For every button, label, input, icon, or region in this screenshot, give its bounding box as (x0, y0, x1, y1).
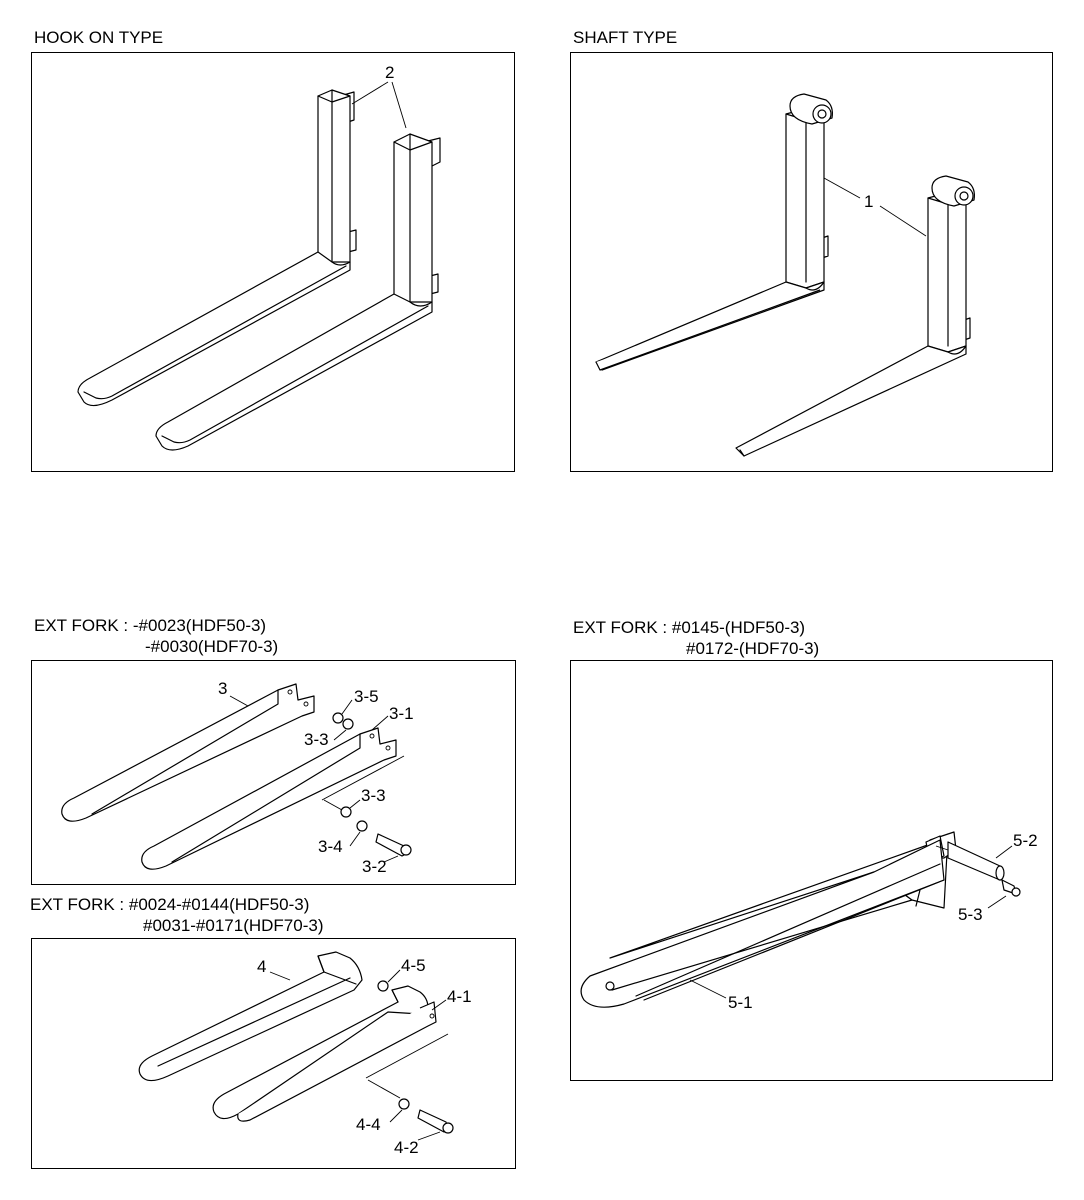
nut-4-5 (377, 980, 389, 992)
callout-3-2: 3-2 (362, 857, 387, 876)
shaft-fork-left (595, 93, 833, 371)
callout-5-1: 5-1 (728, 993, 753, 1012)
hook-on-type-panel (31, 52, 515, 472)
callout-3-4: 3-4 (318, 837, 343, 856)
ext-fork-b-upper (138, 951, 363, 1082)
ext-fork-c-title: EXT FORK : #0145-(HDF50-3) (573, 618, 806, 637)
shaft-type-title: SHAFT TYPE (573, 28, 678, 47)
callout-3-1: 3-1 (389, 704, 414, 723)
ext-fork-c (580, 831, 1021, 1008)
callout-4-1: 4-1 (447, 987, 472, 1006)
hook-fork-left (77, 89, 357, 407)
ext-fork-b-subtitle: #0031-#0171(HDF70-3) (143, 916, 324, 935)
hook-on-type-title: HOOK ON TYPE (34, 28, 164, 47)
callout-3-3-lower: 3-3 (361, 786, 386, 805)
callout-4-5: 4-5 (401, 956, 426, 975)
nut-3-5 (332, 712, 344, 724)
ext-fork-b-panel (31, 938, 516, 1169)
callout-2: 2 (385, 63, 394, 82)
ext-fork-a-subtitle: -#0030(HDF70-3) (145, 637, 279, 656)
washer-4-4 (398, 1098, 410, 1110)
ext-fork-b-title: EXT FORK : #0024-#0144(HDF50-3) (30, 895, 310, 914)
ext-fork-a-upper (61, 683, 315, 822)
ext-fork-a-title: EXT FORK : -#0023(HDF50-3) (34, 616, 267, 635)
callout-1: 1 (864, 192, 873, 211)
callout-3-3-upper: 3-3 (304, 730, 329, 749)
callout-5-2: 5-2 (1013, 831, 1038, 850)
ext-fork-b-lower (212, 985, 437, 1122)
ext-fork-a-lower (141, 727, 397, 870)
callout-4: 4 (257, 957, 266, 976)
washer-3-4 (356, 820, 368, 832)
callout-5-3: 5-3 (958, 905, 983, 924)
callout-3-5: 3-5 (354, 687, 379, 706)
washer-3-3 (340, 806, 352, 818)
washer-3-3-upper (342, 718, 354, 730)
callout-4-4: 4-4 (356, 1115, 381, 1134)
callout-3: 3 (218, 679, 227, 698)
shaft-fork-right (735, 175, 975, 457)
callout-4-2: 4-2 (394, 1138, 419, 1157)
ext-fork-c-panel (570, 660, 1053, 1081)
hook-fork-right (155, 133, 441, 451)
ext-fork-c-subtitle: #0172-(HDF70-3) (686, 639, 820, 658)
